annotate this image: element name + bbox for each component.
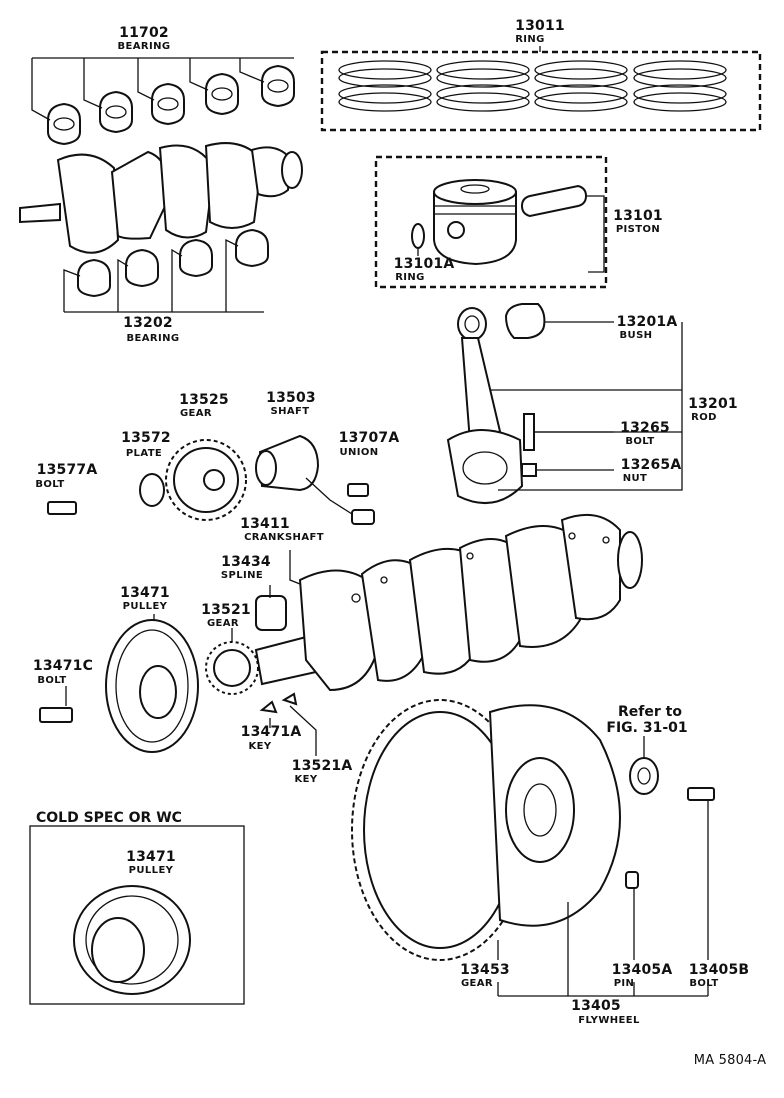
label-13202-name: BEARING — [127, 333, 180, 344]
label-13265A-name: NUT — [623, 473, 648, 484]
label-13405A-number: 13405A — [612, 962, 673, 978]
label-13471A-name: KEY — [248, 741, 271, 752]
lower-main-bearings-drawing — [77, 228, 269, 298]
label-13434-name: SPLINE — [221, 570, 263, 581]
label-13265A-number: 13265A — [621, 457, 682, 473]
label-13525-number: 13525 — [179, 392, 229, 408]
label-13572-name: PLATE — [126, 448, 162, 459]
label-13101A-name: RING — [395, 272, 425, 283]
label-13521-name: GEAR — [207, 618, 239, 629]
label-13521A-number: 13521A — [292, 758, 353, 774]
label-13453-number: 13453 — [460, 962, 510, 978]
refer-line-2: FIG. 31-01 — [606, 720, 687, 736]
cold-spec-label: COLD SPEC OR WC — [36, 810, 182, 826]
label-13503-name: SHAFT — [271, 406, 310, 417]
part-labels: 11702 BEARING 13011 RING 13101 PISTON 13… — [33, 18, 766, 1068]
label-13577A-name: BOLT — [35, 479, 64, 490]
label-13405B-name: BOLT — [689, 978, 718, 989]
label-13521-number: 13521 — [201, 602, 251, 618]
label-13453-name: GEAR — [461, 978, 493, 989]
label-13434-number: 13434 — [221, 554, 271, 570]
label-13405A-name: PIN — [614, 978, 635, 989]
piston-drawing — [374, 155, 608, 289]
label-13101-number: 13101 — [613, 208, 663, 224]
label-13577A-number: 13577A — [37, 462, 98, 478]
label-13471-number: 13471 — [120, 585, 170, 601]
label-13201A-number: 13201A — [617, 314, 678, 330]
label-13011-name: RING — [515, 34, 545, 45]
label-13405-number: 13405 — [571, 998, 621, 1014]
label-13201A-name: BUSH — [620, 330, 653, 341]
cold-spec-pulley-drawing — [29, 825, 245, 1005]
label-11702-name: BEARING — [118, 41, 171, 52]
label-13707A-number: 13707A — [339, 430, 400, 446]
oil-pump-parts-drawing — [47, 434, 375, 525]
label-13101-name: PISTON — [616, 224, 660, 235]
label-13405-name: FLYWHEEL — [578, 1015, 640, 1026]
label-13471-cold-name: PULLEY — [129, 865, 174, 876]
flywheel-hardware-drawing — [625, 757, 715, 889]
label-13471A-number: 13471A — [241, 724, 302, 740]
label-13707A-name: UNION — [339, 447, 378, 458]
label-13521A-name: KEY — [294, 774, 317, 785]
label-11702-number: 11702 — [119, 25, 169, 41]
label-13471-cold-number: 13471 — [126, 849, 176, 865]
leader-lines — [31, 46, 709, 997]
label-13503-number: 13503 — [266, 390, 316, 406]
label-13201-number: 13201 — [688, 396, 738, 412]
label-13411-name: CRANKSHAFT — [244, 532, 324, 543]
label-13572-number: 13572 — [121, 430, 171, 446]
label-13471C-name: BOLT — [37, 675, 66, 686]
label-13265-name: BOLT — [625, 436, 654, 447]
flywheel-drawing — [351, 699, 621, 961]
label-13525-name: GEAR — [180, 408, 212, 419]
piston-ring-set-drawing — [320, 50, 762, 132]
label-13471C-number: 13471C — [33, 658, 93, 674]
connecting-rod-drawing — [446, 303, 546, 504]
label-13471-name: PULLEY — [123, 601, 168, 612]
figure-code: MA 5804-A — [694, 1053, 766, 1068]
upper-main-bearings-drawing — [47, 64, 295, 146]
label-13201-name: ROD — [691, 412, 717, 423]
label-13202-number: 13202 — [123, 315, 173, 331]
label-13011-number: 13011 — [515, 18, 565, 34]
crankshaft-drawing — [254, 513, 643, 692]
label-13101A-number: 13101A — [394, 256, 455, 272]
refer-line-1: Refer to — [618, 704, 682, 720]
label-13405B-number: 13405B — [689, 962, 750, 978]
upper-crankshaft-drawing — [19, 142, 303, 254]
label-13411-number: 13411 — [240, 516, 290, 532]
label-13265-number: 13265 — [620, 420, 670, 436]
